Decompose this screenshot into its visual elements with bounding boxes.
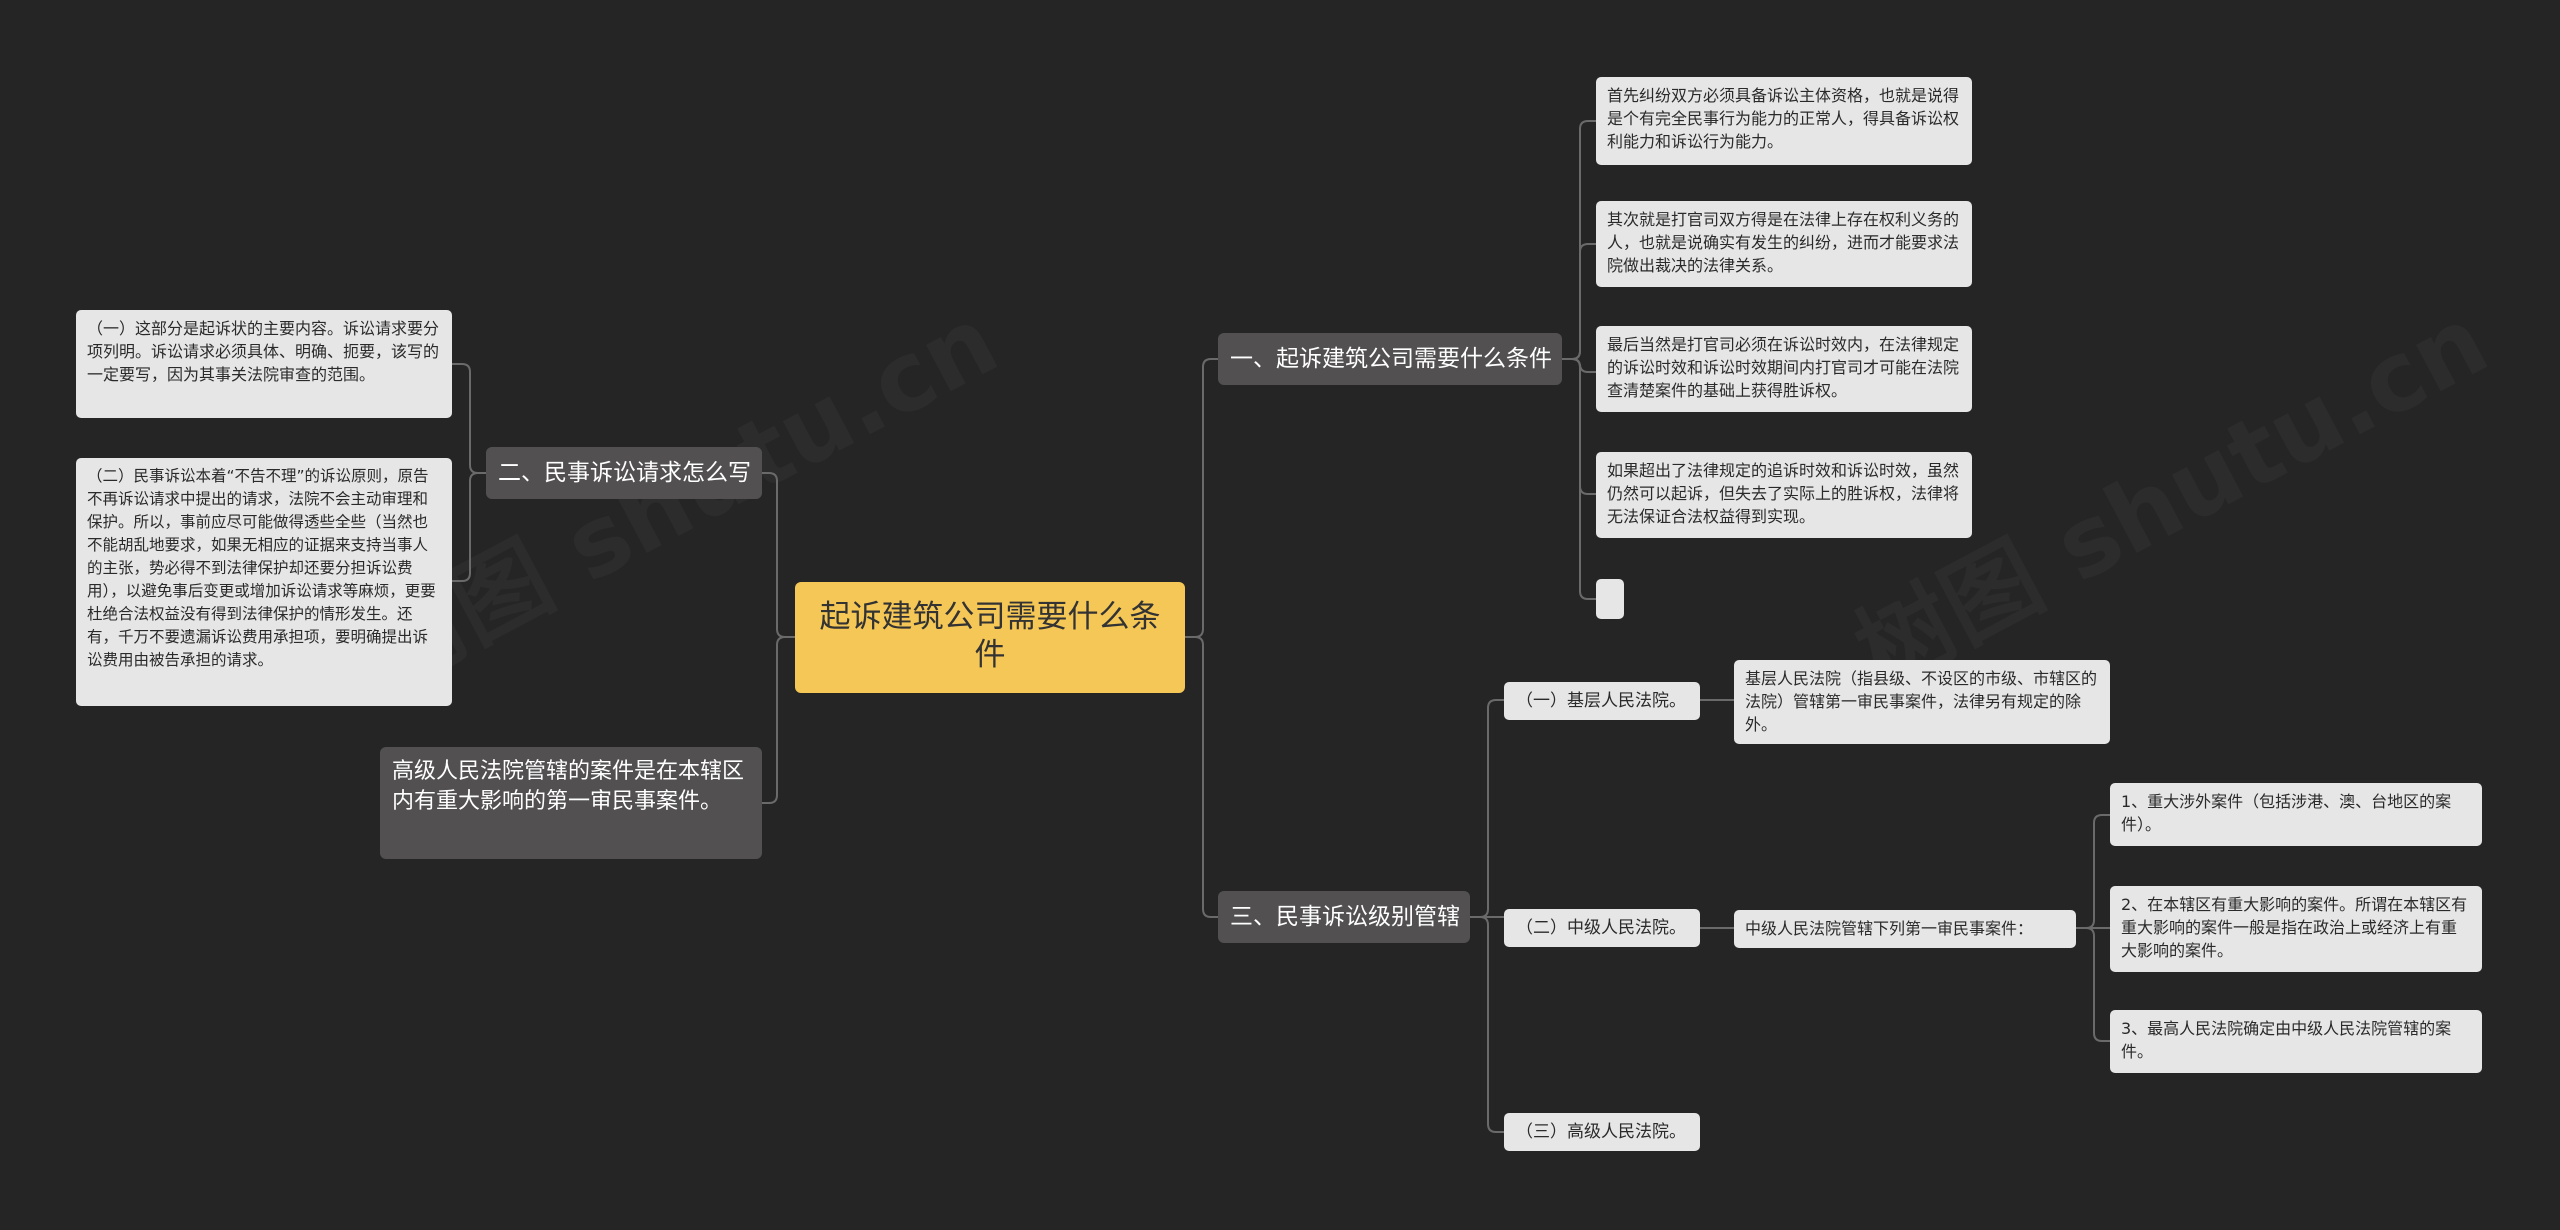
higher-court-note[interactable]: 高级人民法院管辖的案件是在本辖区内有重大影响的第一审民事案件。 xyxy=(380,747,762,859)
intermediate-item-2[interactable]: 2、在本辖区有重大影响的案件。所谓在本辖区有重大影响的案件一般是指在政治上或经济… xyxy=(2110,886,2482,972)
court-label: （一）基层人民法院。 xyxy=(1516,691,1686,711)
claims-item-2[interactable]: （二）民事诉讼本着“不告不理”的诉讼原则，原告不再诉讼请求中提出的请求，法院不会… xyxy=(76,458,452,706)
link-b2-item0 xyxy=(452,363,486,474)
link-b1-item4 xyxy=(1562,358,1596,600)
branch-conditions[interactable]: 一、起诉建筑公司需要什么条件 xyxy=(1218,333,1562,385)
link-b2-item1 xyxy=(452,472,486,582)
root-topic-label: 起诉建筑公司需要什么条件 xyxy=(819,599,1161,673)
court-intermediate[interactable]: （二）中级人民法院。 xyxy=(1504,909,1700,947)
link-root-b2 xyxy=(762,472,795,638)
link-b1-item1 xyxy=(1562,243,1596,360)
link-b3-c1 xyxy=(1470,699,1504,918)
detail-text: 中级人民法院管辖下列第一审民事案件： xyxy=(1745,919,2034,938)
branch-label: 二、民事诉讼请求怎么写 xyxy=(498,460,751,486)
link-root-note xyxy=(762,636,795,804)
item-text: 最后当然是打官司必须在诉讼时效内，在法律规定的诉讼时效和诉讼时效期间内打官司才可… xyxy=(1607,335,1960,400)
branch-label: 一、起诉建筑公司需要什么条件 xyxy=(1230,346,1552,372)
detail-text: 基层人民法院（指县级、不设区的市级、市辖区的法院）管辖第一审民事案件，法律另有规… xyxy=(1745,669,2098,734)
condition-item-2[interactable]: 其次就是打官司双方得是在法律上存在权利义务的人，也就是说确实有发生的纠纷，进而才… xyxy=(1596,201,1972,287)
item-text: （二）民事诉讼本着“不告不理”的诉讼原则，原告不再诉讼请求中提出的请求，法院不会… xyxy=(87,467,436,669)
item-text: 3、最高人民法院确定由中级人民法院管辖的案件。 xyxy=(2121,1019,2452,1061)
intermediate-item-1[interactable]: 1、重大涉外案件（包括涉港、澳、台地区的案件）。 xyxy=(2110,783,2482,846)
item-text: 1、重大涉外案件（包括涉港、澳、台地区的案件）。 xyxy=(2121,792,2452,834)
item-text: 如果超出了法律规定的追诉时效和诉讼时效，虽然仍然可以起诉，但失去了实际上的胜诉权… xyxy=(1607,461,1960,526)
court-basic-detail[interactable]: 基层人民法院（指县级、不设区的市级、市辖区的法院）管辖第一审民事案件，法律另有规… xyxy=(1734,660,2110,744)
link-root-b3 xyxy=(1185,636,1218,918)
court-basic[interactable]: （一）基层人民法院。 xyxy=(1504,682,1700,720)
item-text: 首先纠纷双方必须具备诉讼主体资格，也就是说得是个有完全民事行为能力的正常人，得具… xyxy=(1607,86,1960,151)
court-label: （二）中级人民法院。 xyxy=(1516,918,1686,938)
court-label: （三）高级人民法院。 xyxy=(1516,1122,1686,1142)
item-text: （一）这部分是起诉状的主要内容。诉讼请求要分项列明。诉讼请求必须具体、明确、扼要… xyxy=(87,319,440,384)
link-c2-item2 xyxy=(2076,927,2110,1042)
note-text: 高级人民法院管辖的案件是在本辖区内有重大影响的第一审民事案件。 xyxy=(392,759,745,814)
claims-item-1[interactable]: （一）这部分是起诉状的主要内容。诉讼请求要分项列明。诉讼请求必须具体、明确、扼要… xyxy=(76,310,452,418)
link-b3-c3 xyxy=(1470,916,1504,1133)
condition-item-3[interactable]: 最后当然是打官司必须在诉讼时效内，在法律规定的诉讼时效和诉讼时效期间内打官司才可… xyxy=(1596,326,1972,412)
condition-item-1[interactable]: 首先纠纷双方必须具备诉讼主体资格，也就是说得是个有完全民事行为能力的正常人，得具… xyxy=(1596,77,1972,165)
court-intermediate-detail[interactable]: 中级人民法院管辖下列第一审民事案件： xyxy=(1734,910,2076,948)
branch-jurisdiction[interactable]: 三、民事诉讼级别管辖 xyxy=(1218,891,1470,943)
root-topic[interactable]: 起诉建筑公司需要什么条件 xyxy=(795,582,1185,693)
link-root-b1 xyxy=(1185,358,1218,638)
condition-item-4[interactable]: 如果超出了法律规定的追诉时效和诉讼时效，虽然仍然可以起诉，但失去了实际上的胜诉权… xyxy=(1596,452,1972,538)
branch-label: 三、民事诉讼级别管辖 xyxy=(1230,904,1460,930)
item-text: 2、在本辖区有重大影响的案件。所谓在本辖区有重大影响的案件一般是指在政治上或经济… xyxy=(2121,895,2468,960)
intermediate-item-3[interactable]: 3、最高人民法院确定由中级人民法院管辖的案件。 xyxy=(2110,1010,2482,1073)
condition-item-empty[interactable] xyxy=(1596,579,1624,619)
branch-claims[interactable]: 二、民事诉讼请求怎么写 xyxy=(486,447,762,499)
link-c2-item0 xyxy=(2076,814,2110,929)
court-high[interactable]: （三）高级人民法院。 xyxy=(1504,1113,1700,1151)
item-text: 其次就是打官司双方得是在法律上存在权利义务的人，也就是说确实有发生的纠纷，进而才… xyxy=(1607,210,1960,275)
